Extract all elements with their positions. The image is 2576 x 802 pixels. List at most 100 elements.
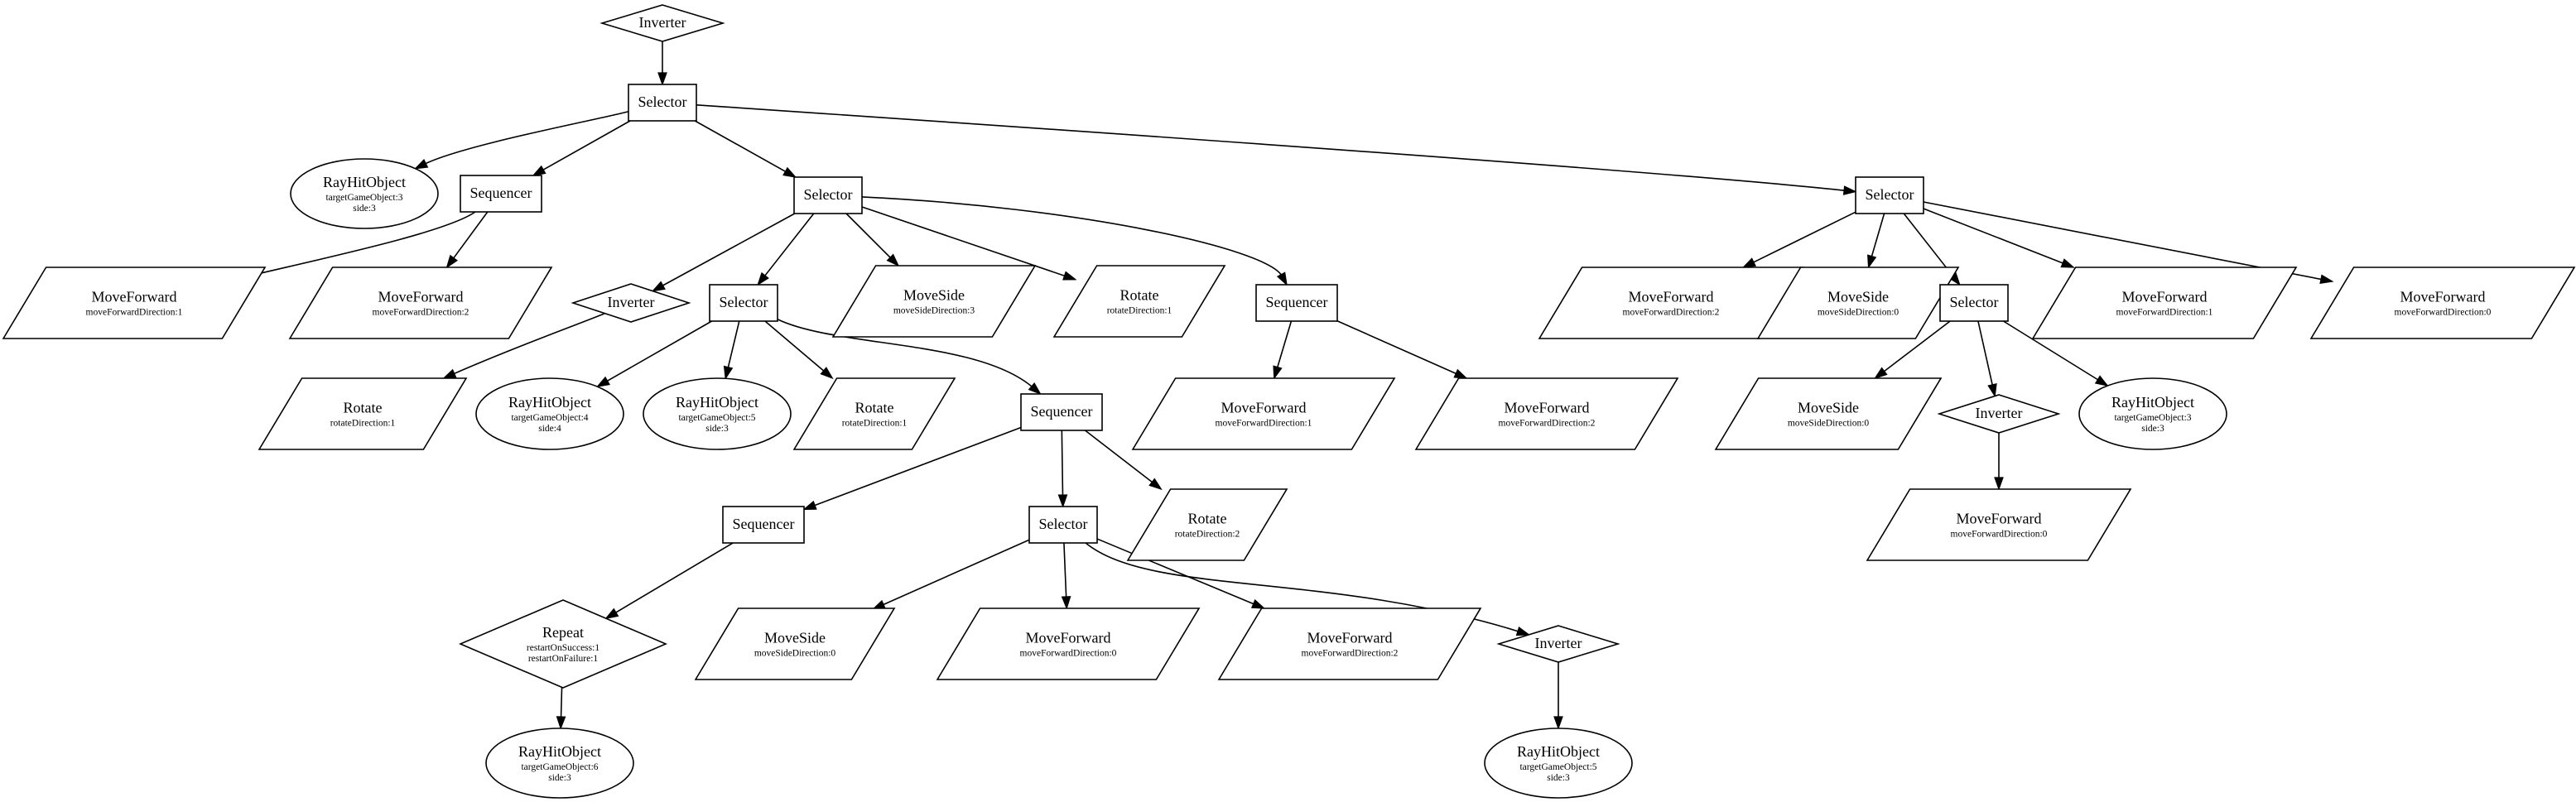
edge-arrowhead: [886, 253, 900, 267]
node-title: MoveForward: [1221, 400, 1307, 416]
node-repeat: RepeatrestartOnSuccess:1restartOnFailure…: [458, 599, 668, 689]
box-shape: [1028, 506, 1098, 544]
edge-arrowhead: [1276, 271, 1288, 286]
edge-arrowhead: [2060, 258, 2075, 268]
edge-line: [253, 211, 476, 276]
edge-arrowhead: [556, 716, 566, 730]
parallelogram-shape: [288, 267, 553, 339]
parallelogram-shape: [831, 265, 1037, 338]
edge: [445, 211, 489, 269]
edge-line: [2003, 320, 2100, 382]
edge-arrowhead: [2319, 274, 2334, 285]
box-shape: [1855, 176, 1924, 214]
node-param: moveForwardDirection:0: [1951, 530, 2048, 540]
node-param: moveForwardDirection:1: [86, 308, 183, 318]
node-selector: Selector: [628, 84, 697, 122]
edge: [532, 120, 631, 176]
node-title: Inverter: [639, 14, 686, 31]
node-inverter: Inverter: [1496, 625, 1620, 663]
edge: [657, 41, 667, 86]
node-title: MoveForward: [1307, 630, 1393, 646]
parallelogram-shape: [1756, 267, 1960, 339]
edge-arrowhead: [657, 72, 667, 86]
edge: [651, 213, 796, 292]
node-title: Selector: [638, 94, 687, 110]
node-title: MoveSide: [903, 287, 965, 304]
node-param: targetGameObject:6: [521, 762, 598, 772]
node-inverter: Inverter: [571, 283, 691, 323]
edge: [595, 320, 712, 388]
parallelogram-shape: [258, 377, 468, 450]
ellipse-shape: [485, 728, 634, 799]
node-selector: Selector: [1855, 176, 1924, 214]
diamond-shape: [571, 283, 691, 323]
node-param: targetGameObject:5: [678, 413, 755, 423]
edge-arrowhead: [445, 254, 458, 269]
edge-line: [614, 542, 734, 614]
edge: [845, 213, 900, 267]
node-title: MoveForward: [1026, 630, 1111, 646]
node-moveside: MoveSide moveSideDirection:3: [831, 265, 1037, 338]
edge-arrowhead: [532, 165, 546, 176]
node-selector: Selector: [1939, 284, 2009, 322]
node-param: moveSideDirection:0: [1818, 308, 1899, 318]
node-param: moveForwardDirection:0: [1020, 649, 1117, 659]
edge-arrowhead: [1250, 598, 1266, 609]
parallelogram-shape: [1217, 608, 1482, 680]
edge-line: [424, 110, 629, 166]
edge-arrowhead: [595, 376, 610, 388]
edge-line: [881, 539, 1030, 606]
edge-line: [1923, 201, 2323, 281]
node-title: MoveForward: [1629, 289, 1714, 305]
edge-arrowhead: [1994, 477, 2004, 491]
edge-line: [1084, 430, 1154, 484]
node-title: Selector: [1866, 186, 1914, 203]
edge-arrowhead: [1553, 716, 1563, 730]
node-param: side:3: [705, 424, 729, 434]
node-title: MoveForward: [2122, 289, 2208, 305]
edge-arrowhead: [1453, 368, 1468, 379]
node-moveforward: MoveForward moveForwardDirection:1: [2, 267, 267, 339]
edge: [723, 320, 740, 381]
ellipse-shape: [1484, 728, 1633, 799]
edge-line: [542, 120, 631, 171]
edge-arrowhead: [757, 271, 769, 286]
node-title: MoveForward: [1505, 400, 1590, 416]
edge-line: [1751, 211, 1856, 264]
edge-line: [452, 312, 605, 375]
edge-arrowhead: [1741, 257, 1757, 268]
node-param: moveSideDirection:3: [893, 306, 975, 316]
edge: [1336, 320, 1468, 379]
node-title: MoveForward: [92, 289, 177, 305]
node-inverter: Inverter: [599, 4, 725, 42]
node-title: Sequencer: [733, 516, 795, 532]
edge-line: [861, 196, 1283, 276]
node-title: RayHitObject: [676, 394, 758, 411]
node-param: rotateDirection:2: [1175, 530, 1240, 540]
node-sequencer: Sequencer: [1255, 284, 1338, 322]
edge: [1874, 320, 1951, 380]
node-title: RayHitObject: [1517, 743, 1600, 760]
edge: [1273, 320, 1293, 380]
edge-line: [696, 103, 1847, 192]
box-shape: [709, 284, 778, 322]
edge-line: [605, 320, 712, 382]
edge: [757, 213, 815, 286]
node-title: Repeat: [542, 624, 584, 641]
node-param: moveSideDirection:0: [1788, 419, 1870, 429]
edge-arrowhead: [2094, 375, 2109, 387]
edge: [694, 120, 797, 178]
parallelogram-shape: [1052, 265, 1226, 338]
edge-arrowhead: [1062, 271, 1077, 281]
box-shape: [1255, 284, 1338, 322]
node-title: MoveSide: [1827, 289, 1889, 305]
edge-line: [861, 206, 1067, 277]
node-title: Sequencer: [1031, 403, 1093, 420]
